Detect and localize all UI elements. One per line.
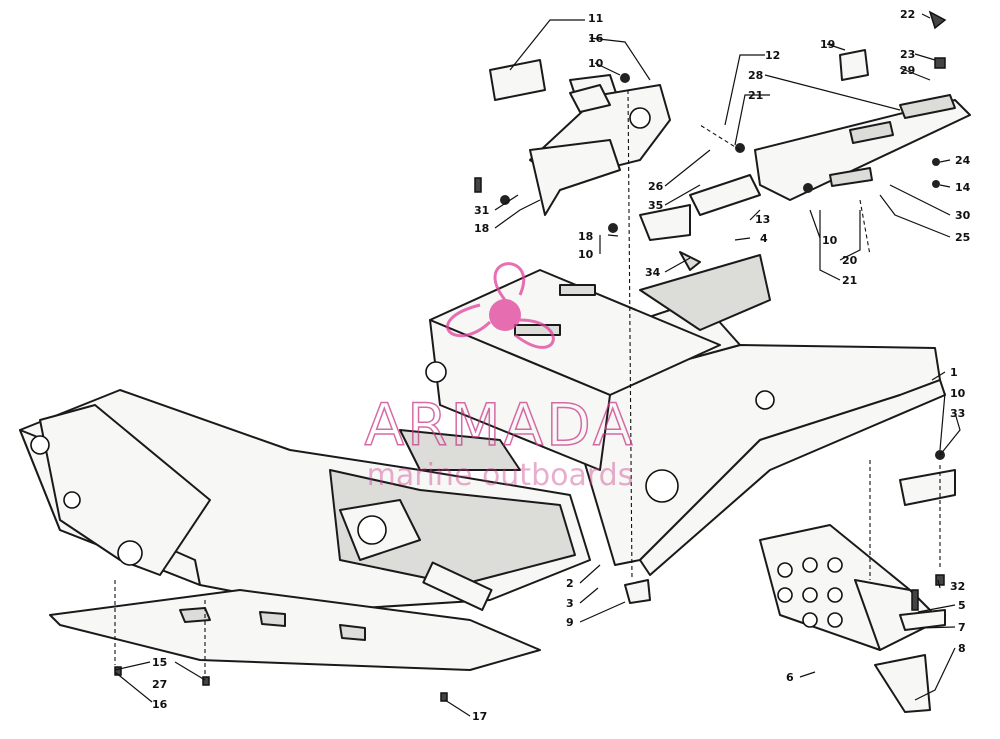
callout-31: 31	[474, 204, 489, 217]
callout-24: 24	[955, 154, 971, 167]
callout-9: 9	[566, 616, 574, 629]
callout-28: 29	[900, 64, 915, 77]
callout-19: 19	[820, 38, 835, 51]
callout-labels: 11 16 10 12 28 21 19 22 23 29 24 14 30 2…	[152, 8, 971, 723]
callout-18-b: 18	[474, 222, 489, 235]
callout-21: 21	[748, 89, 763, 102]
callout-21-b: 21	[842, 274, 857, 287]
belly-pan	[49, 589, 541, 671]
callout-12: 12	[765, 49, 780, 62]
callout-6: 6	[786, 671, 794, 684]
steering-bracket-assembly	[489, 59, 671, 216]
callout-32: 32	[950, 580, 965, 593]
hitch-plate	[759, 469, 956, 713]
callout-33: 33	[950, 407, 965, 420]
assembly-lines	[114, 89, 941, 675]
callout-35: 35	[648, 199, 663, 212]
callout-16: 16	[152, 698, 168, 711]
callout-26: 26	[648, 180, 664, 193]
callout-4: 4	[760, 232, 768, 245]
callout-10-b: 10	[822, 234, 838, 247]
callout-10-c: 10	[578, 248, 594, 261]
front-frame-nose	[19, 389, 591, 611]
callout-3: 3	[566, 597, 574, 610]
callout-2: 2	[566, 577, 574, 590]
watermark-logo	[489, 299, 521, 331]
callout-29: 30	[955, 209, 971, 222]
callout-17: 16	[588, 32, 604, 45]
callout-25: 25	[955, 231, 970, 244]
callout-8: 8	[958, 642, 966, 655]
callout-14: 14	[955, 181, 971, 194]
callout-27: 28	[748, 69, 763, 82]
callout-20: 20	[842, 254, 858, 267]
watermark: ARMADA marine outboards	[364, 262, 635, 493]
callout-23: 23	[900, 48, 915, 61]
callout-30: 27	[152, 678, 167, 691]
callout-11: 11	[588, 12, 603, 25]
callout-16-b: 17	[472, 710, 487, 723]
fasteners	[114, 10, 947, 702]
watermark-tagline: marine outboards	[367, 458, 634, 493]
footrest-rail	[639, 94, 971, 241]
callout-10-d: 10	[950, 387, 966, 400]
watermark-brand: ARMADA	[364, 391, 635, 459]
watermark-logo-swirl	[446, 262, 555, 349]
callout-18: 18	[578, 230, 593, 243]
leader-lines	[114, 13, 961, 717]
callout-22: 22	[900, 8, 915, 21]
callout-15: 15	[152, 656, 167, 669]
callout-10: 10	[588, 57, 604, 70]
callout-13: 13	[755, 213, 770, 226]
callout-1: 1	[950, 366, 958, 379]
callout-34: 34	[645, 266, 661, 279]
callout-7: 7	[958, 621, 966, 634]
callout-5: 5	[958, 599, 966, 612]
